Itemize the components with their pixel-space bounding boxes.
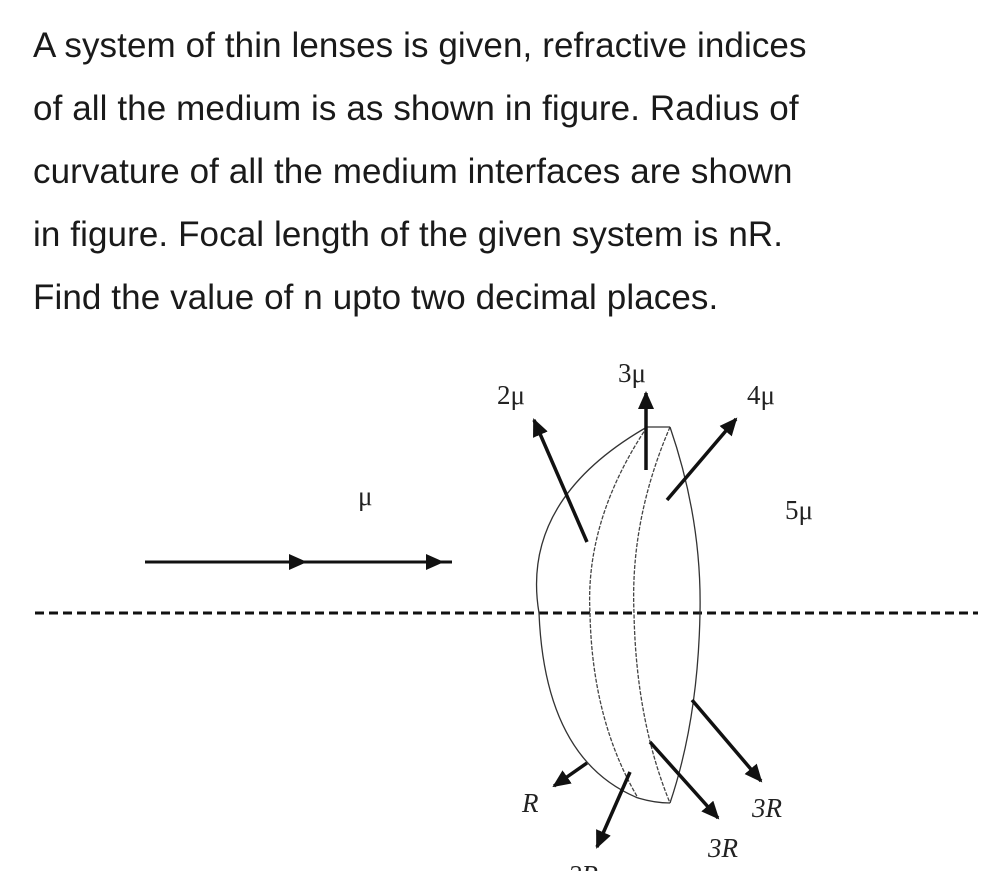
label-R: R — [521, 788, 539, 818]
arrow-radius-3R-outer — [690, 698, 763, 783]
question-line: A system of thin lenses is given, refrac… — [33, 26, 807, 65]
question-line: of all the medium is as shown in figure.… — [33, 89, 799, 128]
arrow-4mu — [665, 417, 738, 502]
lens-surface-3 — [633, 426, 671, 804]
label-3R-outer: 3R — [751, 793, 783, 823]
question-line: Find the value of n upto two decimal pla… — [33, 278, 719, 317]
label-3mu: 3μ — [618, 358, 646, 388]
label-2R: 2R — [568, 860, 599, 871]
arrow-radius-R — [552, 761, 589, 788]
question-line: in figure. Focal length of the given sys… — [33, 215, 784, 254]
lens-surface-4 — [669, 426, 701, 804]
label-4mu: 4μ — [747, 380, 775, 410]
lens-bottom-edge — [637, 797, 671, 804]
arrow-radius-2R — [595, 771, 632, 849]
label-2mu: 2μ — [497, 380, 525, 410]
question-line: curvature of all the medium interfaces a… — [33, 152, 793, 191]
label-5mu: 5μ — [785, 495, 813, 525]
label-3R-inner: 3R — [707, 833, 739, 863]
lens-surface-1 — [535, 426, 648, 799]
arrow-radius-3R-inner — [648, 740, 720, 820]
arrow-2mu — [532, 418, 589, 543]
label-mu-left: μ — [358, 481, 372, 511]
lens-surface-2 — [588, 426, 648, 799]
question-text: A system of thin lenses is given, refrac… — [33, 14, 973, 329]
